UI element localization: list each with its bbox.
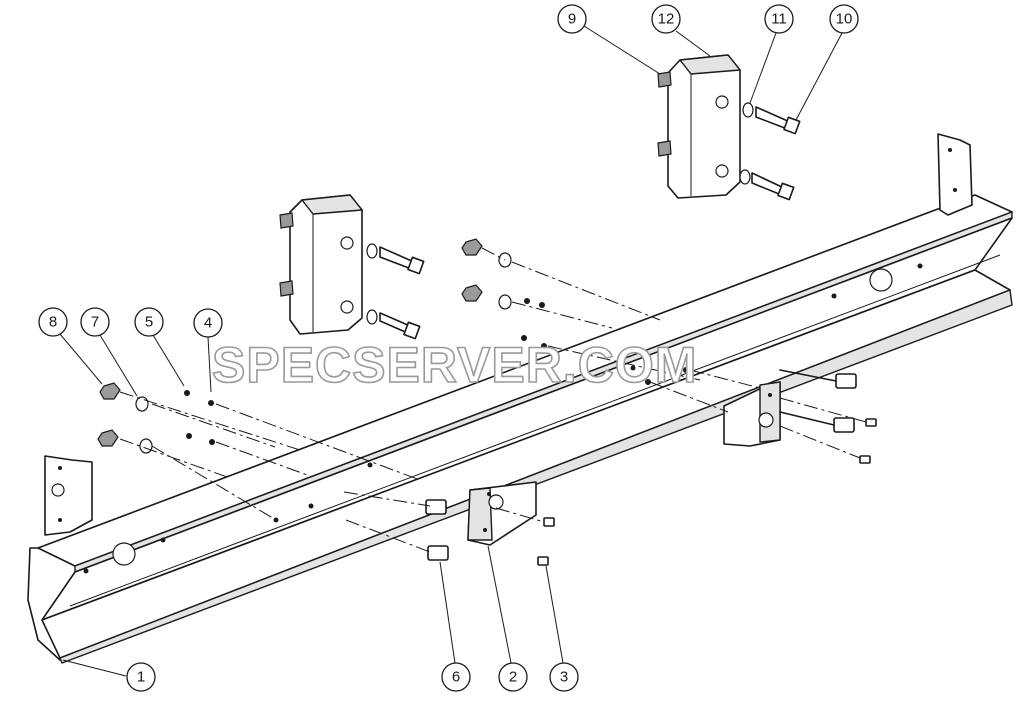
callout-6: 6 (439, 561, 471, 692)
callout-3: 3 (545, 565, 579, 692)
rubber-bumper-right (657, 54, 801, 201)
callout-9: 9 (557, 4, 661, 75)
right-end-bracket (937, 133, 973, 216)
callout-2: 2 (487, 545, 528, 692)
callout-6-label: 6 (452, 669, 460, 686)
mounting-bracket-rear (723, 381, 781, 447)
assembly-lines (119, 247, 867, 553)
fasteners-middle (461, 238, 689, 385)
mounting-bracket-front (467, 481, 537, 546)
bolts-front (425, 499, 555, 566)
callout-10-label: 10 (836, 11, 853, 28)
bolts-right (779, 369, 877, 464)
callout-8: 8 (38, 307, 103, 385)
callout-1: 1 (62, 659, 156, 692)
callout-11-label: 11 (771, 11, 787, 28)
callout-12: 12 (651, 4, 711, 57)
callout-12-label: 12 (658, 11, 675, 28)
callout-10: 10 (795, 4, 859, 121)
callout-9-label: 9 (568, 11, 576, 28)
callout-3-label: 3 (560, 669, 568, 686)
callout-8-label: 8 (49, 314, 57, 331)
callout-7-label: 7 (91, 314, 99, 331)
left-end-bracket (44, 455, 93, 536)
callout-11: 11 (749, 4, 794, 104)
callout-2-label: 2 (509, 669, 517, 686)
rubber-bumper-left (279, 194, 425, 340)
fasteners-left (97, 382, 215, 454)
callout-7: 7 (80, 307, 138, 397)
callout-4-label: 4 (204, 315, 212, 332)
callout-1-label: 1 (137, 669, 145, 686)
watermark-text: SPECSERVER.COM (212, 337, 697, 393)
callout-5-label: 5 (145, 314, 153, 331)
callout-5: 5 (134, 307, 185, 387)
callout-4: 4 (193, 308, 223, 393)
